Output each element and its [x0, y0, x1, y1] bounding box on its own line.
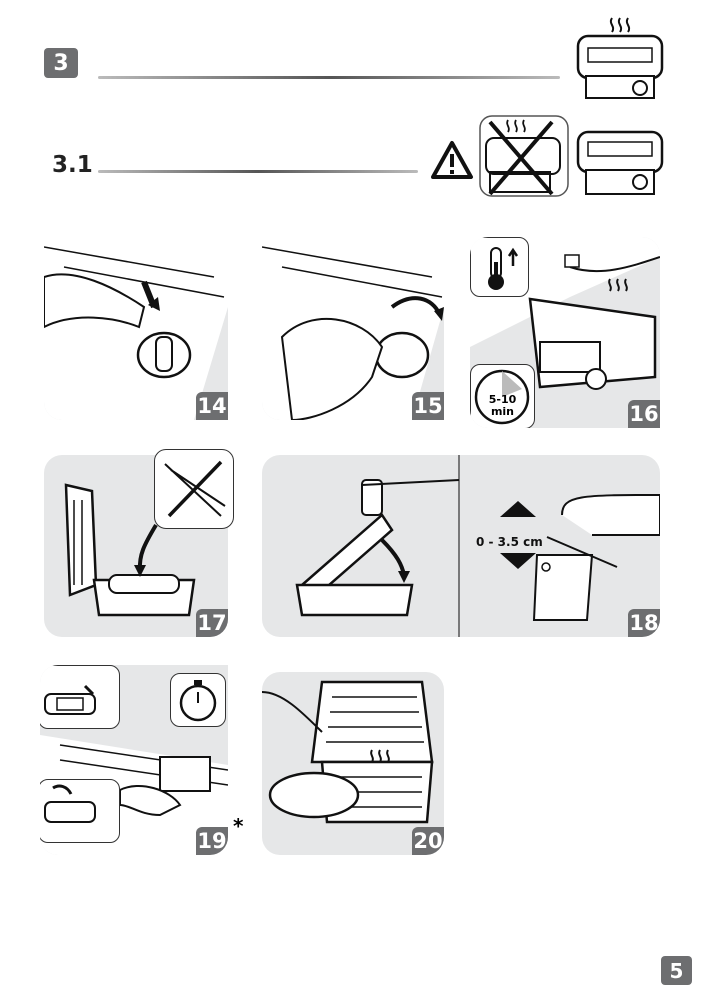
step-number-badge: 17 [196, 609, 228, 637]
step-15-illustration: 15 [262, 237, 444, 420]
thermometer-icon [470, 237, 529, 297]
button-closeup-top [40, 665, 120, 729]
step-number-badge: 18 [628, 609, 660, 637]
step-16-illustration: 5-10 min 16 [470, 237, 660, 428]
height-adjustment-range: 0 - 3.5 cm [476, 535, 543, 549]
step-19-illustration: 19 [40, 665, 228, 855]
do-not-touch-icon [479, 115, 569, 197]
step-number-badge: 15 [412, 392, 444, 420]
grill-hot-icon [576, 17, 664, 99]
page-number: 5 [661, 956, 692, 985]
stopwatch-icon [170, 673, 226, 727]
section-number-badge: 3 [44, 48, 78, 78]
step-number-badge: 20 [412, 827, 444, 855]
subsection-number: 3.1 [52, 152, 93, 178]
footnote-asterisk: * [233, 814, 244, 838]
timer-duration: 5-10 [488, 393, 517, 406]
section-divider [98, 76, 560, 79]
step-number-badge: 16 [628, 400, 660, 428]
subsection-divider [98, 170, 418, 173]
step-14-illustration: 14 [44, 237, 228, 420]
step-20-illustration: 20 [262, 672, 444, 855]
no-metal-utensils-icon [154, 449, 234, 529]
step-18-illustration: 0 - 3.5 cm 18 [262, 455, 660, 637]
step-number-badge: 19 [196, 827, 228, 855]
button-closeup-bottom [40, 779, 120, 843]
grill-closed-icon [576, 130, 664, 195]
timer-unit: min [490, 405, 515, 418]
timer-icon: 5-10 min [470, 364, 535, 428]
step-number-badge: 14 [196, 392, 228, 420]
warning-icon [431, 141, 473, 179]
